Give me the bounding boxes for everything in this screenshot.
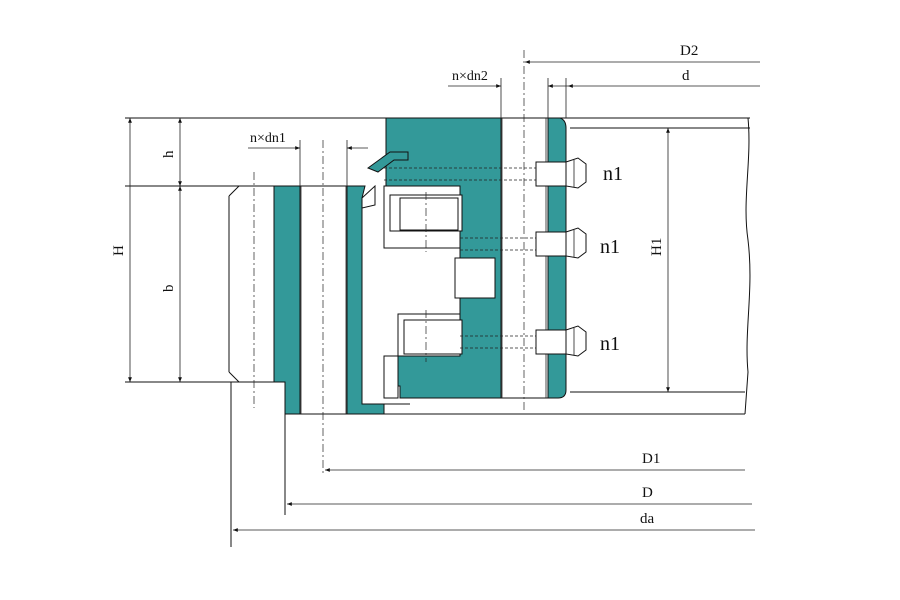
label-d: d [682,68,690,84]
label-n1-top: n1 [603,163,623,185]
label-n-dn2: n×dn2 [452,69,488,84]
label-H1: H1 [649,238,665,256]
outer-ring [273,185,385,415]
label-n1-middle: n1 [600,236,620,258]
bolt-middle [460,227,587,259]
bolt-top [384,157,587,189]
bolt-bottom [460,325,587,357]
label-D: D [642,485,653,501]
label-h: h [161,150,177,158]
label-b: b [161,285,177,293]
label-da: da [640,511,655,527]
label-H: H [111,245,127,256]
dimension-lines [128,60,760,532]
label-D1: D1 [642,451,660,467]
dimension-labels: D2 d n×dn2 n×dn1 h H b H1 n1 n1 n1 D1 D … [111,43,698,527]
label-n-dn1: n×dn1 [250,131,286,146]
label-n1-bottom: n1 [600,333,620,355]
label-D2: D2 [680,43,698,59]
